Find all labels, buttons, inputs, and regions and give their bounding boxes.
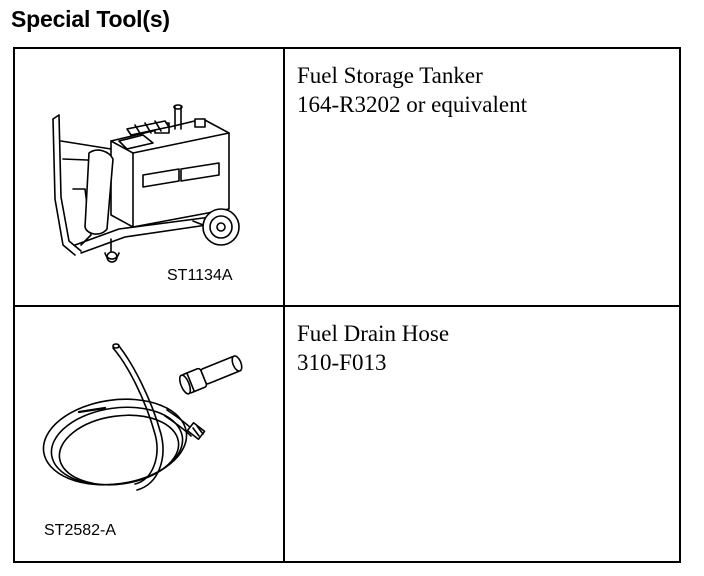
special-tools-table: ST1134A Fuel Storage Tanker 164-R3202 or… [13,47,681,563]
tool-name: Fuel Storage Tanker [297,63,483,88]
table-row: ST2582-A Fuel Drain Hose 310-F013 [13,305,681,565]
tool-name: Fuel Drain Hose [297,321,450,346]
tool-description-cell: Fuel Storage Tanker 164-R3202 or equival… [283,47,681,307]
fuel-storage-tanker-icon [15,49,283,307]
illustration-code: ST1134A [167,267,233,284]
tool-illustration-cell: ST1134A [13,47,285,307]
illustration-code: ST2582-A [44,522,117,539]
tool-part-number: 164-R3202 or equivalent [297,92,527,117]
table-row: ST1134A Fuel Storage Tanker 164-R3202 or… [13,47,681,307]
tool-illustration-cell: ST2582-A [13,305,285,565]
fuel-drain-hose-icon [15,307,283,565]
tool-part-number: 310-F013 [297,350,387,375]
page-title: Special Tool(s) [11,6,170,32]
tool-description-cell: Fuel Drain Hose 310-F013 [283,305,681,563]
